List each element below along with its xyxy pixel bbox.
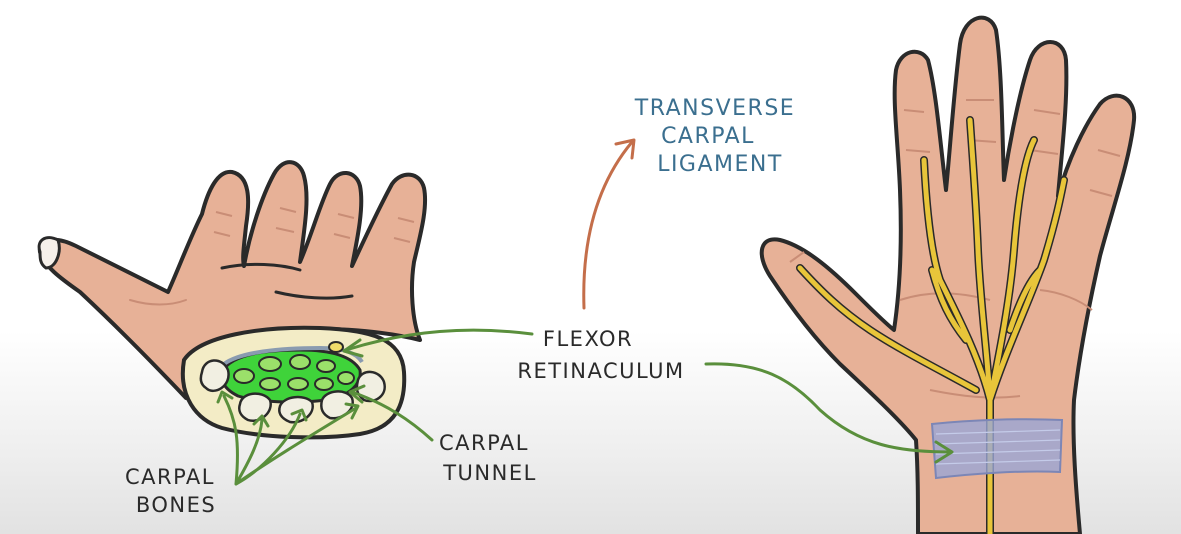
- label-flexor-line1: FLEXOR: [543, 327, 633, 351]
- tendon: [259, 377, 281, 391]
- left-finger-crease-3: [333, 213, 355, 239]
- label-carpal-bones-line1: CARPAL: [125, 465, 215, 489]
- carpal-bones-arrow: [222, 394, 358, 486]
- flexor-arrow-right: [704, 362, 952, 454]
- labels: TRANSVERSE CARPAL LIGAMENT FLEXOR RETINA…: [125, 96, 795, 517]
- carpal-tunnel-arrow-head: [348, 384, 366, 404]
- carpal-bone: [238, 392, 272, 423]
- left-palm-crease-3: [129, 299, 187, 306]
- label-carpal-tunnel-line2: TUNNEL: [442, 461, 537, 485]
- tendon: [287, 377, 309, 391]
- flexor-arrow-left-head: [342, 338, 364, 358]
- carpal-bone: [199, 359, 230, 393]
- carpal-bones-arrow-heads: [216, 390, 360, 428]
- tendon: [289, 354, 311, 370]
- label-transverse-line2: CARPAL: [661, 124, 755, 149]
- label-carpal-bones-line2: BONES: [136, 493, 216, 517]
- right-finger-creases: [789, 99, 1121, 263]
- tendon: [316, 359, 336, 373]
- median-nerve-section: [328, 341, 344, 353]
- flexor-arrow-left: [344, 328, 534, 352]
- flexor-arrow-right-head: [934, 440, 954, 464]
- left-palm-crease-2: [274, 290, 354, 300]
- tendon: [314, 377, 334, 391]
- label-flexor-line2: RETINACULUM: [517, 359, 684, 383]
- left-hand: [37, 160, 428, 440]
- arrows: [216, 138, 954, 486]
- synonym-arrow: [582, 140, 634, 310]
- left-hand-silhouette: [37, 160, 428, 400]
- ligament-fibres: [935, 429, 1061, 465]
- left-thumbnail: [37, 236, 61, 270]
- tendon: [337, 371, 355, 385]
- left-finger-crease-4: [393, 217, 415, 243]
- carpal-bones: [199, 359, 386, 424]
- tendons: [233, 354, 355, 391]
- synonym-arrow-head: [614, 138, 636, 160]
- label-transverse-line1: TRANSVERSE: [634, 96, 795, 121]
- left-finger-crease-2: [275, 207, 297, 233]
- carpal-bone: [355, 370, 386, 403]
- tendon: [258, 356, 282, 372]
- label-carpal-tunnel-line1: CARPAL: [439, 431, 529, 455]
- transverse-ligament-band: [930, 418, 1064, 480]
- right-hand-silhouette: [759, 15, 1137, 534]
- tendon: [233, 368, 255, 384]
- right-hand: [759, 15, 1137, 534]
- left-finger-crease-1: [213, 211, 233, 237]
- carpal-tunnel-arrow: [350, 390, 434, 442]
- left-palm-crease-1: [220, 262, 302, 272]
- label-transverse-line3: LIGAMENT: [657, 152, 783, 177]
